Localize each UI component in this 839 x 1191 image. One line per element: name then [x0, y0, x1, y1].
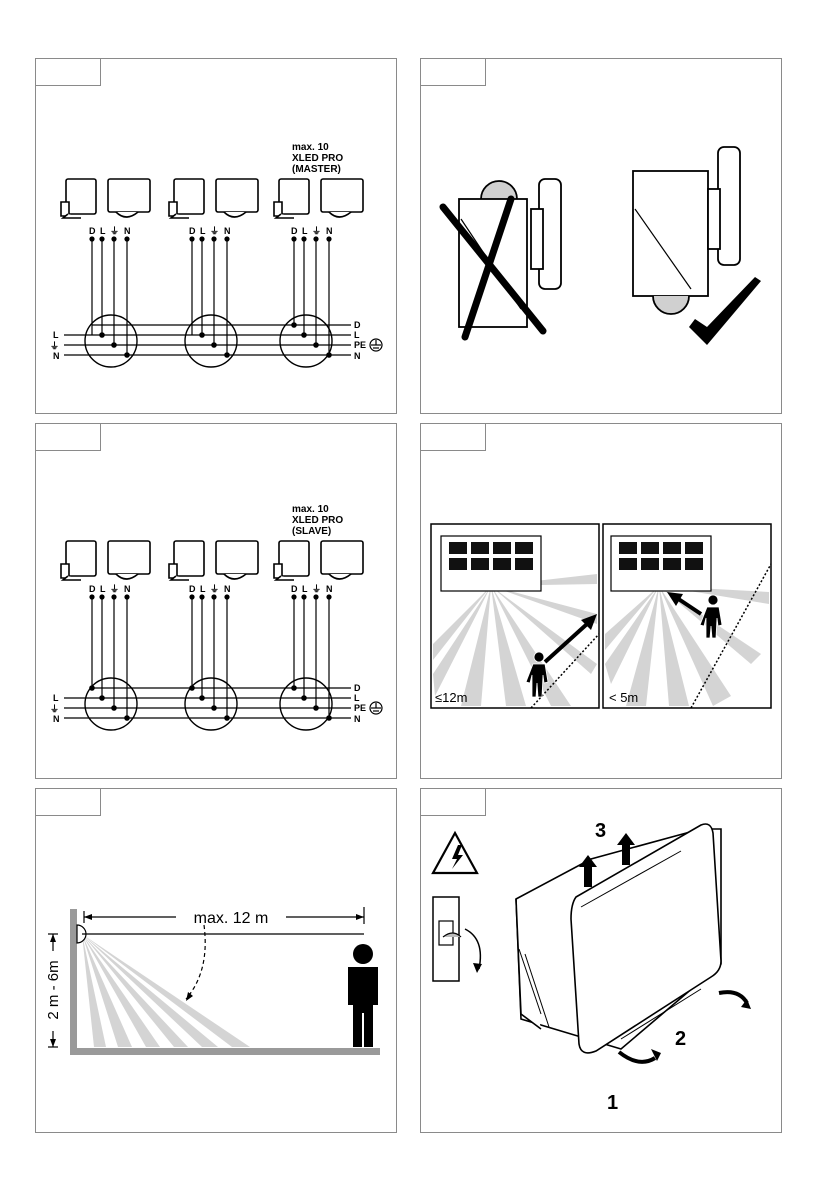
- diagram-label: L: [302, 226, 308, 236]
- max-distance-label: max. 12 m: [194, 910, 269, 927]
- diagram-label: N: [326, 584, 333, 594]
- diagram-label: N: [326, 226, 333, 236]
- panel-mounting-orientation: [420, 58, 782, 414]
- diagram-label: D: [354, 320, 361, 330]
- diagram-label: N: [224, 226, 231, 236]
- diagram-label: L: [302, 584, 308, 594]
- note-line: XLED PRO: [292, 515, 343, 526]
- panel-installation: 3 2 1: [420, 788, 782, 1133]
- scene-direct-approach: < 5m: [603, 524, 771, 708]
- electric-hazard-icon: [433, 833, 477, 873]
- diagram-label: L: [354, 693, 360, 703]
- luminaire-housing: [516, 824, 721, 1053]
- diagram-label: N: [224, 584, 231, 594]
- diagram-label: D: [291, 226, 298, 236]
- diagram-label: ⏚: [210, 584, 219, 594]
- diagram-label: D: [189, 584, 196, 594]
- step-label-2: 2: [675, 1028, 686, 1050]
- diagram-label: D: [89, 226, 96, 236]
- diagram-label: N: [124, 584, 131, 594]
- diagram-label: ⏚: [50, 704, 59, 714]
- mounting-orientation-diagram: [421, 59, 783, 415]
- earth-icon: [370, 702, 382, 714]
- diagram-label: N: [124, 226, 131, 236]
- wiring-diagram-master: max. 10 XLED PRO (MASTER) D L ⏚ N: [36, 59, 398, 415]
- correct-mounting: [633, 147, 740, 314]
- lamp-pair-3: [274, 541, 363, 580]
- note-line: XLED PRO: [292, 153, 343, 164]
- note-line: max. 10: [292, 142, 329, 153]
- diagram-label: L: [53, 330, 59, 340]
- diagram-label: L: [53, 693, 59, 703]
- installation-diagram: 3 2 1: [421, 789, 783, 1134]
- diagram-label: N: [53, 714, 60, 724]
- detection-range-diagram: max. 12 m 2 m - 6m: [36, 789, 398, 1134]
- diagram-label: L: [100, 584, 106, 594]
- lamp-pair-3: [274, 179, 363, 218]
- panel-wiring-slave: max. 10 XLED PRO (SLAVE) D L ⏚ N D L: [35, 423, 397, 779]
- diagram-label: ⏚: [50, 341, 59, 351]
- lamp-pair-1: [61, 179, 150, 218]
- panel-detection-direction: ≤12m: [420, 423, 782, 779]
- note-line: max. 10: [292, 504, 329, 515]
- lamp-pair-1: [61, 541, 150, 580]
- diagram-label: N: [354, 351, 361, 361]
- note-line: (SLAVE): [292, 526, 331, 537]
- step-label-3: 3: [595, 820, 606, 842]
- diagram-label: D: [291, 584, 298, 594]
- person-icon: [348, 944, 378, 1047]
- diagram-label: D: [89, 584, 96, 594]
- diagram-label: ⏚: [110, 226, 119, 236]
- earth-icon: [370, 339, 382, 351]
- detection-direction-diagram: ≤12m: [421, 424, 783, 780]
- wall: [70, 909, 77, 1055]
- diagram-label: D: [189, 226, 196, 236]
- diagram-label: N: [53, 351, 60, 361]
- lamp-pair-2: [169, 541, 258, 580]
- panel-wiring-master: max. 10 XLED PRO (MASTER) D L ⏚ N: [35, 58, 397, 414]
- note-line: (MASTER): [292, 164, 341, 175]
- step-label-1: 1: [607, 1092, 618, 1114]
- diagram-label: ⏚: [110, 584, 119, 594]
- scene-frontal-approach: ≤12m: [431, 524, 599, 708]
- diagram-label: L: [100, 226, 106, 236]
- diagram-label: L: [200, 226, 206, 236]
- circuit-breaker-icon: [433, 897, 482, 981]
- diagram-label: PE: [354, 340, 366, 350]
- diagram-label: ⏚: [312, 584, 321, 594]
- diagram-label: ⏚: [312, 226, 321, 236]
- diagram-label: L: [200, 584, 206, 594]
- range-label-frontal: ≤12m: [435, 690, 467, 705]
- wiring-diagram-slave: max. 10 XLED PRO (SLAVE) D L ⏚ N D L: [36, 424, 398, 780]
- diagram-label: PE: [354, 703, 366, 713]
- panel-detection-range: max. 12 m 2 m - 6m: [35, 788, 397, 1133]
- ground: [70, 1048, 380, 1055]
- lamp-pair-2: [169, 179, 258, 218]
- range-label-direct: < 5m: [609, 690, 638, 705]
- diagram-label: D: [354, 683, 361, 693]
- diagram-label: ⏚: [210, 226, 219, 236]
- diagram-label: N: [354, 714, 361, 724]
- diagram-label: L: [354, 330, 360, 340]
- height-label: 2 m - 6m: [45, 960, 62, 1019]
